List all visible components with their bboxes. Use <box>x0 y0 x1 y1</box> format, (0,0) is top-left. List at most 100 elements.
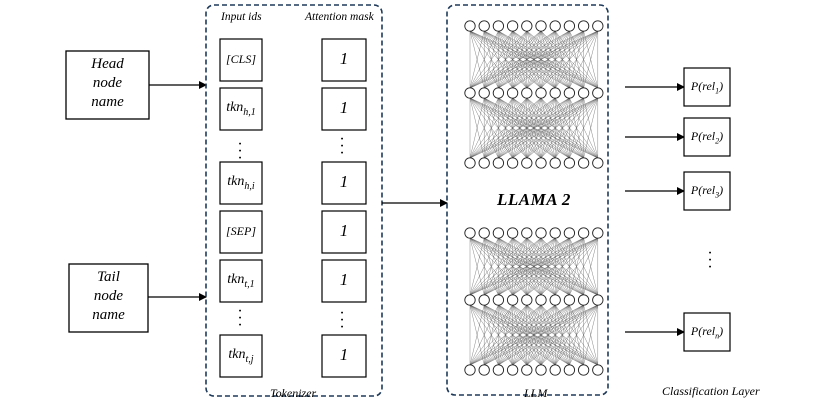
tail-line-3: name <box>92 307 125 323</box>
nn-neuron <box>521 227 533 239</box>
nn-connection <box>469 30 542 89</box>
nn-neuron <box>592 294 604 306</box>
nn-connection <box>469 97 556 159</box>
nn-connection <box>526 237 598 296</box>
nn-neuron <box>506 20 519 32</box>
mask-value: 1 <box>339 98 349 117</box>
nn-connection <box>469 304 485 366</box>
nn-connection <box>469 304 570 366</box>
nn-connection <box>469 237 584 296</box>
nn-connection <box>540 304 598 366</box>
nn-connection <box>469 30 598 89</box>
output-box <box>683 67 731 107</box>
nn-neuron <box>464 227 476 239</box>
output-label: P(rel3) <box>684 183 730 199</box>
nn-connection <box>484 237 598 296</box>
input-id-box <box>219 210 263 254</box>
nn-connection <box>569 97 598 159</box>
token-label: tknt,1 <box>218 272 264 290</box>
nn-neuron <box>577 227 590 239</box>
nn-connection <box>555 97 598 159</box>
output-arrows <box>625 67 731 352</box>
nn-connection <box>540 237 598 296</box>
tail-line-2: node <box>93 288 124 304</box>
tokenizer-caption: Tokenizer <box>270 386 317 400</box>
nn-connection <box>540 30 598 89</box>
nn-neuron <box>521 157 533 169</box>
nn-neuron <box>592 157 604 169</box>
nn-connection <box>498 304 598 366</box>
mask-box <box>321 334 367 378</box>
nn-neuron <box>577 364 590 376</box>
token-label: [CLS] <box>218 52 264 67</box>
input-ids-ellipsis-2: ··· <box>237 303 243 334</box>
output-label: P(reln) <box>684 324 730 340</box>
nn-neuron <box>506 364 519 376</box>
mask-box <box>321 259 367 303</box>
nn-connection <box>469 304 542 366</box>
nn-neuron <box>478 87 490 99</box>
nn-neuron <box>577 157 590 169</box>
outputs-ellipsis: ··· <box>707 245 713 276</box>
mask-ellipsis-2: ··· <box>339 305 345 336</box>
token-label: tknh,1 <box>218 100 264 118</box>
output-close: ) <box>719 324 724 338</box>
nn-neuron <box>592 364 604 376</box>
head-line-2: node <box>92 75 123 91</box>
output-base: P(rel <box>690 183 716 197</box>
output-base: P(rel <box>690 79 716 93</box>
nn-connection <box>469 304 584 366</box>
mask-box <box>321 210 367 254</box>
tail-line-1: Tail <box>97 269 120 285</box>
nn-neuron <box>464 20 476 32</box>
nn-connection <box>469 237 527 296</box>
nn-neuron <box>521 20 533 32</box>
nn-connection <box>498 30 598 89</box>
mask-value: 1 <box>339 221 349 240</box>
attention-mask-header: Attention mask <box>305 11 374 23</box>
token-subscript: t,j <box>245 353 254 365</box>
input-id-box <box>219 334 263 378</box>
nn-connection <box>469 30 527 89</box>
nn-connection <box>469 237 485 296</box>
nn-neuron <box>592 87 604 99</box>
head-node-box <box>65 50 150 120</box>
mask-value: 1 <box>339 49 349 68</box>
nn-neuron <box>506 227 519 239</box>
nn-neuron <box>563 87 576 99</box>
nn-connection <box>469 237 513 296</box>
nn-connection <box>469 30 513 89</box>
nn-neuron <box>478 20 490 32</box>
nn-connection <box>569 30 598 89</box>
nn-connection <box>555 304 598 366</box>
nn-neuron <box>492 294 505 306</box>
nn-neuron <box>535 364 547 376</box>
nn-connection <box>469 97 527 159</box>
head-node-label: Head node name <box>66 55 149 112</box>
llm-container <box>446 4 609 396</box>
nn-neuron <box>549 157 561 169</box>
nn-neuron <box>535 87 547 99</box>
nn-neuron <box>549 294 561 306</box>
nn-connection <box>469 237 542 296</box>
nn-neuron <box>478 157 490 169</box>
input-ids-ellipsis-1: ··· <box>237 136 243 167</box>
token-base: [CLS] <box>225 52 257 66</box>
llm-caption: LLM <box>524 386 548 400</box>
nn-connection <box>512 237 598 296</box>
nn-neuron <box>521 364 533 376</box>
output-label: P(rel2) <box>684 129 730 145</box>
nn-connection <box>469 97 542 159</box>
output-base: P(rel <box>690 129 716 143</box>
token-label: tknt,j <box>218 347 264 365</box>
nn-neuron <box>549 87 561 99</box>
tail-node-box <box>68 263 149 333</box>
nn-neuron <box>592 227 604 239</box>
nn-connection <box>512 97 598 159</box>
mask-box <box>321 87 367 131</box>
output-close: ) <box>719 79 724 93</box>
output-box <box>683 312 731 352</box>
llm-model-name: LLAMA 2 <box>497 190 571 209</box>
nn-connection <box>555 30 598 89</box>
